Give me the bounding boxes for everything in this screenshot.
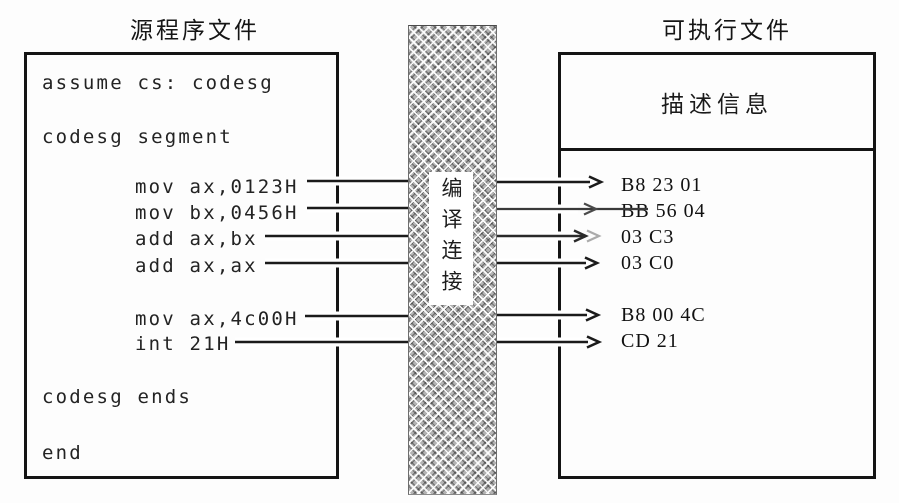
source-line-int-21h: int 21H [135, 333, 231, 355]
machine-code-cd-21: CD 21 [621, 330, 679, 352]
executable-file-box: 描述信息 [558, 52, 876, 479]
machine-code-bb-56-04: BB 56 04 [621, 200, 706, 222]
header-divider [561, 148, 873, 151]
source-line-end: end [42, 442, 83, 464]
source-line-mov-ax-4c00h: mov ax,4c00H [135, 308, 299, 330]
executable-file-title: 可执行文件 [662, 18, 792, 43]
source-line-add-ax-bx: add ax,bx [135, 228, 258, 250]
source-line-mov-bx-0456h: mov bx,0456H [135, 202, 299, 224]
source-file-title: 源程序文件 [130, 18, 260, 43]
source-line-mov-ax-0123h: mov ax,0123H [135, 176, 299, 198]
machine-code-b8-00-4c: B8 00 4C [621, 304, 706, 326]
machine-code-03-c3: 03 C3 [621, 226, 675, 248]
compile-link-label: 编译连接 [439, 176, 463, 301]
source-line-assume: assume cs: codesg [42, 72, 274, 94]
machine-code-b8-23-01: B8 23 01 [621, 174, 703, 196]
machine-code-03-c0: 03 C0 [621, 252, 675, 274]
description-info-label: 描述信息 [661, 92, 773, 117]
source-line-segment: codesg segment [42, 126, 233, 148]
source-line-add-ax-ax: add ax,ax [135, 255, 258, 277]
compile-link-label-box: 编译连接 [429, 172, 473, 305]
source-line-ends: codesg ends [42, 386, 193, 408]
